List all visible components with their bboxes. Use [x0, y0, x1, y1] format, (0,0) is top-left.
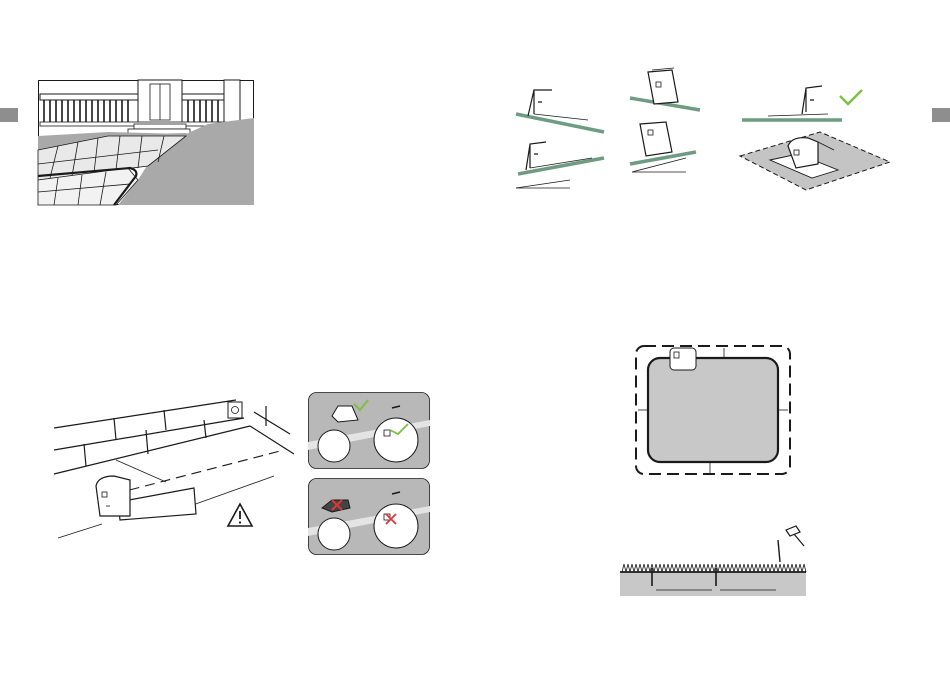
wire-peg-diagram — [620, 524, 810, 598]
connector-incorrect — [308, 478, 430, 556]
right-page-tab — [932, 108, 950, 122]
connector-correct — [308, 392, 430, 470]
check-icon — [840, 90, 862, 104]
hammer-icon — [786, 526, 804, 546]
left-page-tab — [0, 108, 18, 122]
house-lawn-scene — [38, 80, 254, 206]
wall-socket-icon — [228, 402, 242, 418]
boundary-map — [634, 344, 792, 476]
flat-correct-placement — [738, 80, 898, 196]
station-wall-setup — [54, 398, 302, 548]
slope-incorrect-placements — [512, 68, 712, 190]
